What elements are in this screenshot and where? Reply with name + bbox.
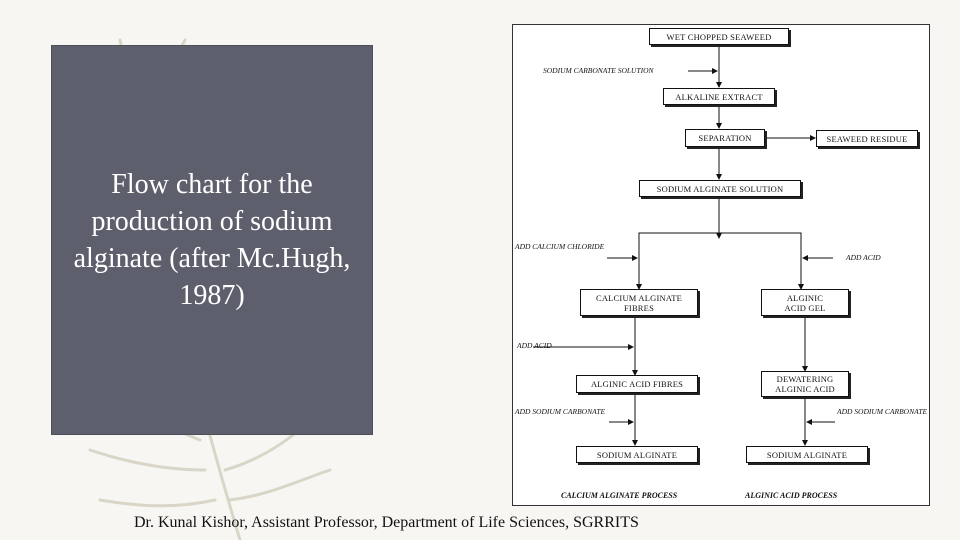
slide-title: Flow chart for the production of sodium … xyxy=(73,169,351,311)
step-wet-seaweed: WET CHOPPED SEAWEED xyxy=(649,28,789,45)
step-separation: SEPARATION xyxy=(685,129,765,147)
title-panel: Flow chart for the production of sodium … xyxy=(51,45,373,435)
step-sodium-alginate-solution: SODIUM ALGINATE SOLUTION xyxy=(639,180,801,197)
step-dewatering-alginic-acid: DEWATERING ALGINIC ACID xyxy=(761,371,849,397)
slide-footer: Dr. Kunal Kishor, Assistant Professor, D… xyxy=(134,514,639,531)
label-calcium-alginate-process: CALCIUM ALGINATE PROCESS xyxy=(561,491,678,500)
label-alginic-acid-process: ALGINIC ACID PROCESS xyxy=(745,491,838,500)
step-alginic-acid-fibres: ALGINIC ACID FIBRES xyxy=(576,375,698,393)
flowchart: WET CHOPPED SEAWEED SODIUM CARBONATE SOL… xyxy=(512,24,930,506)
input-add-acid-right: ADD ACID xyxy=(846,253,881,262)
input-add-acid-left: ADD ACID xyxy=(517,341,552,350)
step-alginic-acid-gel: ALGINIC ACID GEL xyxy=(761,289,849,316)
step-sodium-alginate-left: SODIUM ALGINATE xyxy=(576,446,698,463)
split-line xyxy=(638,232,802,289)
flowchart-connectors xyxy=(533,45,835,446)
step-seaweed-residue: SEAWEED RESIDUE xyxy=(816,130,918,147)
input-add-sodium-carbonate-right: ADD SODIUM CARBONATE xyxy=(837,407,928,416)
step-sodium-alginate-right: SODIUM ALGINATE xyxy=(746,446,868,463)
input-sodium-carbonate-solution: SODIUM CARBONATE SOLUTION xyxy=(543,66,654,75)
step-alkaline-extract: ALKALINE EXTRACT xyxy=(663,88,775,105)
input-add-sodium-carbonate-left: ADD SODIUM CARBONATE xyxy=(515,407,606,416)
step-calcium-alginate-fibres: CALCIUM ALGINATE FIBRES xyxy=(580,289,698,316)
input-add-calcium-chloride: ADD CALCIUM CHLORIDE xyxy=(515,242,605,251)
